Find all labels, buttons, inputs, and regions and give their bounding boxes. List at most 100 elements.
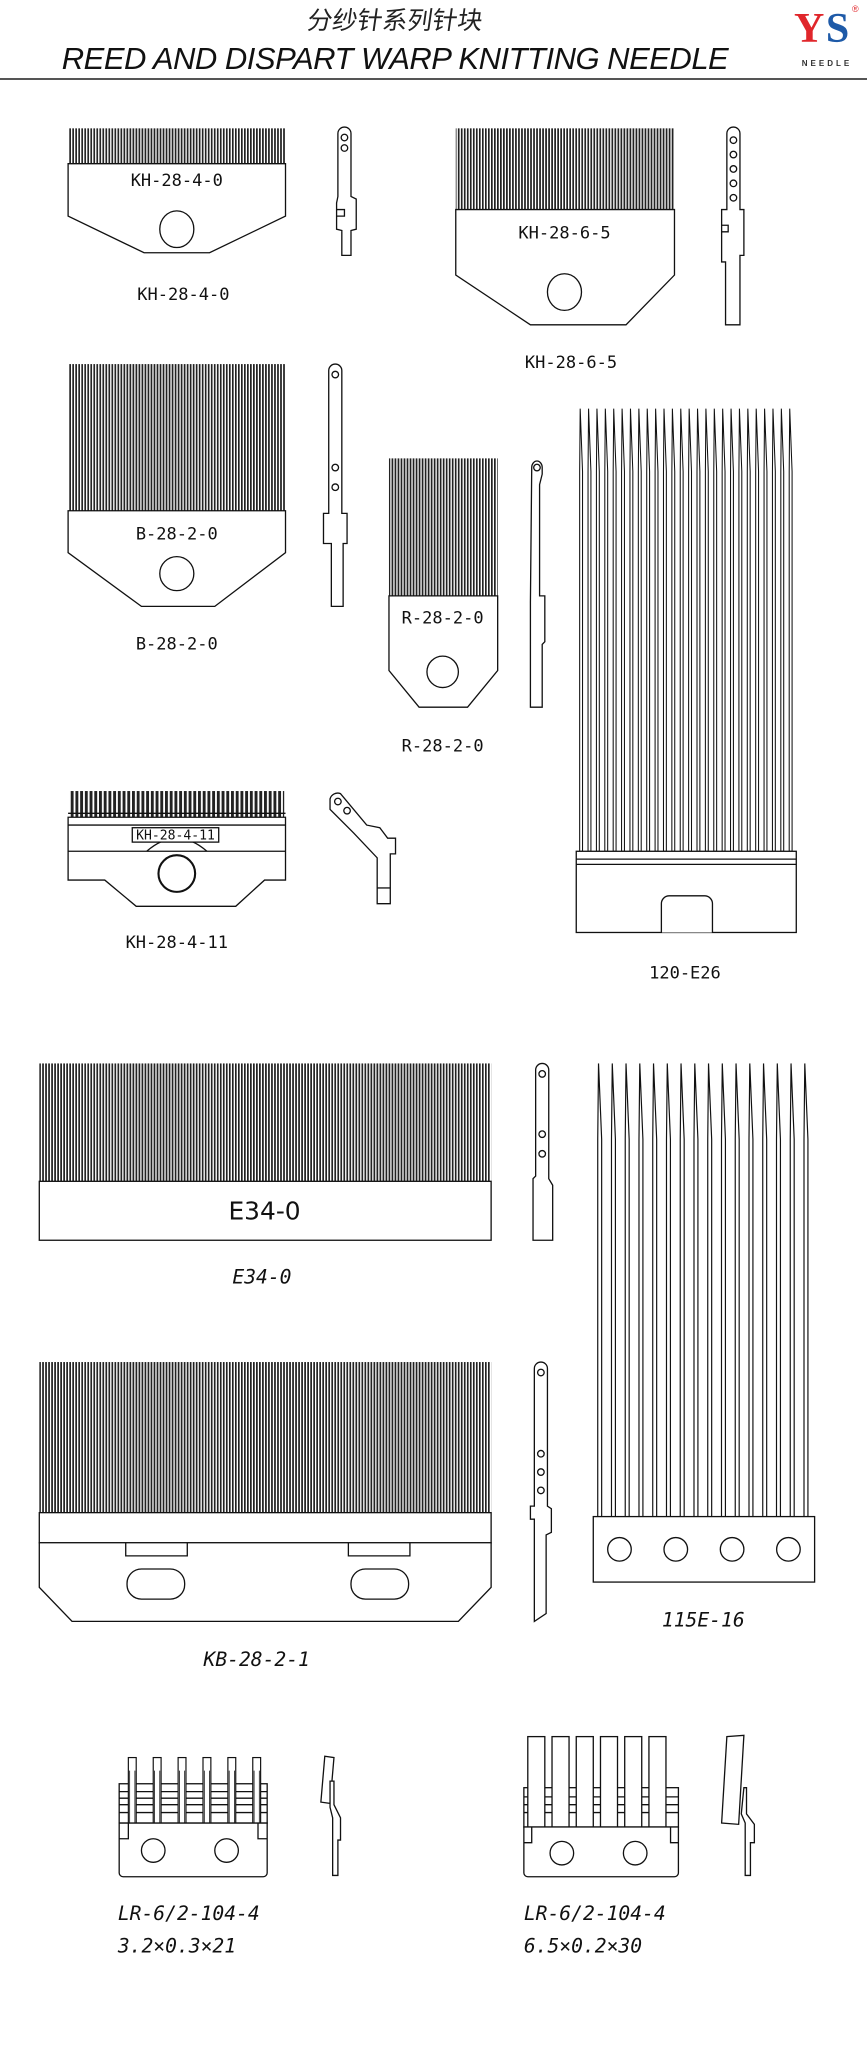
product-caption: 115E-16: [662, 1609, 745, 1632]
needle: [527, 1735, 546, 1828]
needle-block-body: [523, 1826, 680, 1878]
product-caption: LR-6/2-104-4: [524, 1902, 666, 1925]
mount-slot: [126, 1568, 186, 1600]
label-plate: [131, 827, 220, 843]
needle: [575, 1735, 594, 1828]
needle: [648, 1735, 667, 1828]
needle-comb: [68, 364, 286, 511]
needle: [662, 408, 667, 852]
product-lr-small: LR-6/2-104-4 3.2×0.3×21: [117, 1755, 342, 1958]
mount-hole: [663, 1536, 689, 1562]
needle: [707, 1063, 713, 1518]
needle-edge: [253, 1770, 260, 1824]
product-size: 6.5×0.2×30: [524, 1935, 642, 1958]
needle: [788, 408, 793, 852]
needle: [789, 1063, 795, 1518]
needle: [704, 408, 709, 852]
product-caption: 120-E26: [649, 963, 721, 983]
mount-hole: [159, 555, 195, 592]
block-label: R-28-2-0: [402, 608, 484, 628]
needle: [595, 408, 600, 852]
lr-needles: [527, 1735, 667, 1828]
product-kh-28-4-0: KH-28-4-0 KH-28-4-0: [67, 126, 357, 305]
needle: [599, 1735, 619, 1828]
side-view: [720, 1734, 756, 1877]
needle: [762, 1063, 768, 1518]
needle: [696, 408, 701, 852]
block-label: KH-28-6-5: [518, 223, 610, 243]
needle-comb: [39, 1063, 492, 1182]
needle: [604, 408, 609, 852]
mount-hole: [546, 273, 583, 312]
mount-hole: [426, 655, 460, 689]
side-view: [329, 792, 397, 905]
needle-comb: [388, 458, 498, 596]
product-caption: E34-0: [232, 1265, 291, 1288]
needle: [637, 408, 642, 852]
needle: [679, 1063, 685, 1518]
needle-edge: [129, 1770, 136, 1824]
mount-hole: [607, 1536, 632, 1562]
needle: [721, 408, 726, 852]
needle-comb: [68, 128, 286, 164]
product-120-e26: 120-E26: [575, 408, 797, 983]
needle: [597, 1063, 603, 1518]
needle: [587, 408, 592, 852]
mount-hole: [775, 1536, 801, 1562]
block-label: B-28-2-0: [136, 525, 218, 545]
mount-hole: [159, 210, 195, 249]
side-view: [335, 126, 357, 257]
product-caption: KB-28-2-1: [203, 1648, 310, 1671]
block-label: E34-0: [228, 1196, 300, 1225]
needle-comb: [39, 1362, 492, 1513]
logo-registered: ®: [852, 4, 859, 14]
title-english: REED AND DISPART WARP KNITTING NEEDLE: [61, 41, 729, 76]
product-caption: KH-28-4-0: [137, 285, 229, 305]
needle: [679, 408, 684, 852]
logo-letter-s: S: [825, 6, 850, 52]
needle: [746, 408, 751, 852]
ys-needle-logo: Y S ® NEEDLE: [794, 2, 864, 74]
logo-brand: NEEDLE: [801, 59, 853, 68]
product-caption: KH-28-4-11: [126, 933, 228, 953]
product-caption: KH-28-6-5: [525, 353, 617, 373]
needle: [780, 408, 785, 852]
needle: [738, 408, 743, 852]
needle: [771, 408, 776, 852]
guide-frame: [118, 1783, 268, 1824]
needle: [688, 408, 693, 852]
needle-block-body: [38, 1180, 492, 1241]
side-view: [529, 460, 546, 708]
product-115e-16: 115E-16: [592, 1063, 816, 1632]
product-e34-0: E34-0 E34-0: [38, 1062, 554, 1288]
needle-block-body: [388, 595, 499, 708]
needle-block-body: [118, 1822, 268, 1878]
block-label: KH-28-4-0: [131, 171, 223, 191]
side-view: [529, 1361, 553, 1623]
side-view: [532, 1062, 554, 1241]
needle-edge: [203, 1770, 210, 1824]
needle: [624, 1735, 643, 1828]
side-view: [720, 126, 745, 326]
needle: [748, 1063, 754, 1518]
needle: [665, 1063, 672, 1518]
needle: [693, 1063, 699, 1518]
mount-hole: [622, 1840, 648, 1866]
product-r-28-2-0: R-28-2-0 R-28-2-0: [388, 458, 546, 757]
needle: [638, 1063, 644, 1518]
needle: [612, 408, 617, 852]
needle-edge: [154, 1770, 161, 1824]
mount-hole: [719, 1536, 745, 1562]
mount-slot: [660, 895, 714, 933]
needle-block-body: [455, 208, 676, 326]
needle: [579, 408, 584, 852]
product-kb-28-2-1: KB-28-2-1: [38, 1361, 553, 1671]
mount-hole: [549, 1840, 575, 1866]
needle: [652, 1063, 658, 1518]
block-label: KH-28-4-11: [136, 828, 215, 843]
needle: [646, 408, 651, 852]
needle-edge: [179, 1770, 186, 1824]
needle: [621, 408, 625, 852]
side-view: [322, 363, 348, 608]
